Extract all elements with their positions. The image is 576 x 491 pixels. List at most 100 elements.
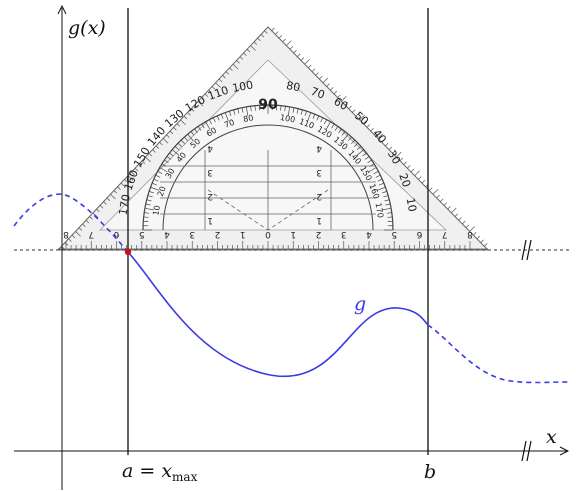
square-number: 2 <box>207 191 213 201</box>
edge-tick <box>260 34 265 38</box>
arc-tick <box>287 106 291 116</box>
edge-tick <box>131 171 135 175</box>
edge-tick <box>183 115 188 120</box>
edge-tick <box>300 57 305 61</box>
edge-tick <box>392 150 396 154</box>
inner-scale-number: 100 <box>279 113 296 125</box>
edge-tick <box>152 149 156 153</box>
arc-tick <box>153 178 159 182</box>
edge-tick <box>71 234 76 239</box>
arc-tick <box>382 191 387 194</box>
edge-tick <box>326 83 330 87</box>
edge-tick <box>275 31 279 35</box>
b-label: b <box>424 461 436 483</box>
outer-scale-number: 60 <box>331 95 350 113</box>
edge-tick <box>194 104 198 109</box>
arc-tick <box>324 119 327 125</box>
outer-scale-number: 30 <box>385 148 403 167</box>
square-number: 3 <box>316 167 322 177</box>
edge-tick <box>370 128 374 132</box>
arc-tick <box>320 117 324 123</box>
arc-tick <box>220 113 224 119</box>
edge-tick <box>232 63 239 70</box>
edge-tick <box>113 190 118 194</box>
edge-tick <box>124 179 128 183</box>
edge-tick <box>451 207 457 214</box>
arc-tick <box>307 112 312 122</box>
arc-tick <box>334 126 339 131</box>
ruler-number: 1 <box>240 229 246 239</box>
edge-tick <box>399 157 404 162</box>
edge-tick <box>187 112 191 116</box>
edge-tick <box>257 37 261 42</box>
ruler-number: 2 <box>316 229 322 239</box>
ruler-number: 2 <box>215 229 221 239</box>
arc-tick <box>172 149 180 156</box>
arc-tick <box>237 108 240 114</box>
edge-tick <box>110 193 116 200</box>
edge-tick <box>215 82 221 88</box>
y-axis-label: g(x) <box>68 17 106 39</box>
edge-tick <box>197 101 204 107</box>
edge-tick <box>286 40 292 46</box>
arc-tick <box>384 199 390 202</box>
arc-tick <box>205 121 211 130</box>
inner-scale-number: 80 <box>243 113 255 124</box>
arc-tick <box>364 156 370 160</box>
edge-tick <box>407 165 411 169</box>
edge-tick <box>341 96 347 102</box>
arc-tick <box>159 167 168 173</box>
maximum-point <box>124 248 132 256</box>
edge-tick <box>308 64 312 69</box>
ruler-number: 0 <box>265 229 271 239</box>
ruler-number: 8 <box>63 229 69 239</box>
edge-tick <box>64 242 69 246</box>
arc-tick <box>150 186 160 191</box>
edge-tick <box>476 235 481 240</box>
edge-tick <box>96 208 100 213</box>
ruler-number: 1 <box>290 229 296 239</box>
arc-tick <box>356 149 364 156</box>
curve-g-solid <box>127 251 429 378</box>
inner-scale-number: 30 <box>164 167 177 180</box>
edge-tick <box>106 197 111 201</box>
edge-tick <box>225 71 230 75</box>
edge-tick <box>208 89 212 94</box>
edge-tick <box>271 27 275 31</box>
arc-tick <box>233 109 236 115</box>
arc-tick <box>376 186 386 191</box>
ruler-number: 3 <box>341 229 347 239</box>
edge-tick <box>381 139 385 143</box>
edge-tick <box>440 198 444 202</box>
arc-tick <box>356 146 362 150</box>
x-axis-arrow <box>559 446 570 456</box>
edge-tick <box>410 168 415 173</box>
ruler-number: 4 <box>366 229 372 239</box>
ruler-ticks <box>65 241 471 249</box>
a-label-main: a = x <box>122 460 172 482</box>
edge-tick <box>484 243 488 247</box>
inner-scale-number: 170 <box>374 202 386 219</box>
arc-tick <box>325 121 331 130</box>
protractor-center-numeral: 90 <box>258 97 278 113</box>
edge-tick <box>443 202 448 206</box>
edge-tick <box>103 201 107 205</box>
edge-tick <box>454 213 459 217</box>
edge-tick <box>436 194 440 199</box>
arc-tick <box>373 171 379 174</box>
arc-tick <box>190 131 195 136</box>
arc-tick <box>386 212 392 214</box>
inner-scale-number: 20 <box>156 185 168 198</box>
edge-tick <box>293 49 297 54</box>
arc-tick <box>164 159 169 164</box>
arc-tick <box>145 203 151 206</box>
edge-tick <box>78 227 83 231</box>
edge-tick <box>432 189 439 195</box>
arc-tick <box>174 146 180 150</box>
arc-tick <box>280 105 282 111</box>
edge-tick <box>385 142 389 147</box>
arc-tick <box>383 195 389 198</box>
inner-scale-number: 60 <box>205 126 218 139</box>
